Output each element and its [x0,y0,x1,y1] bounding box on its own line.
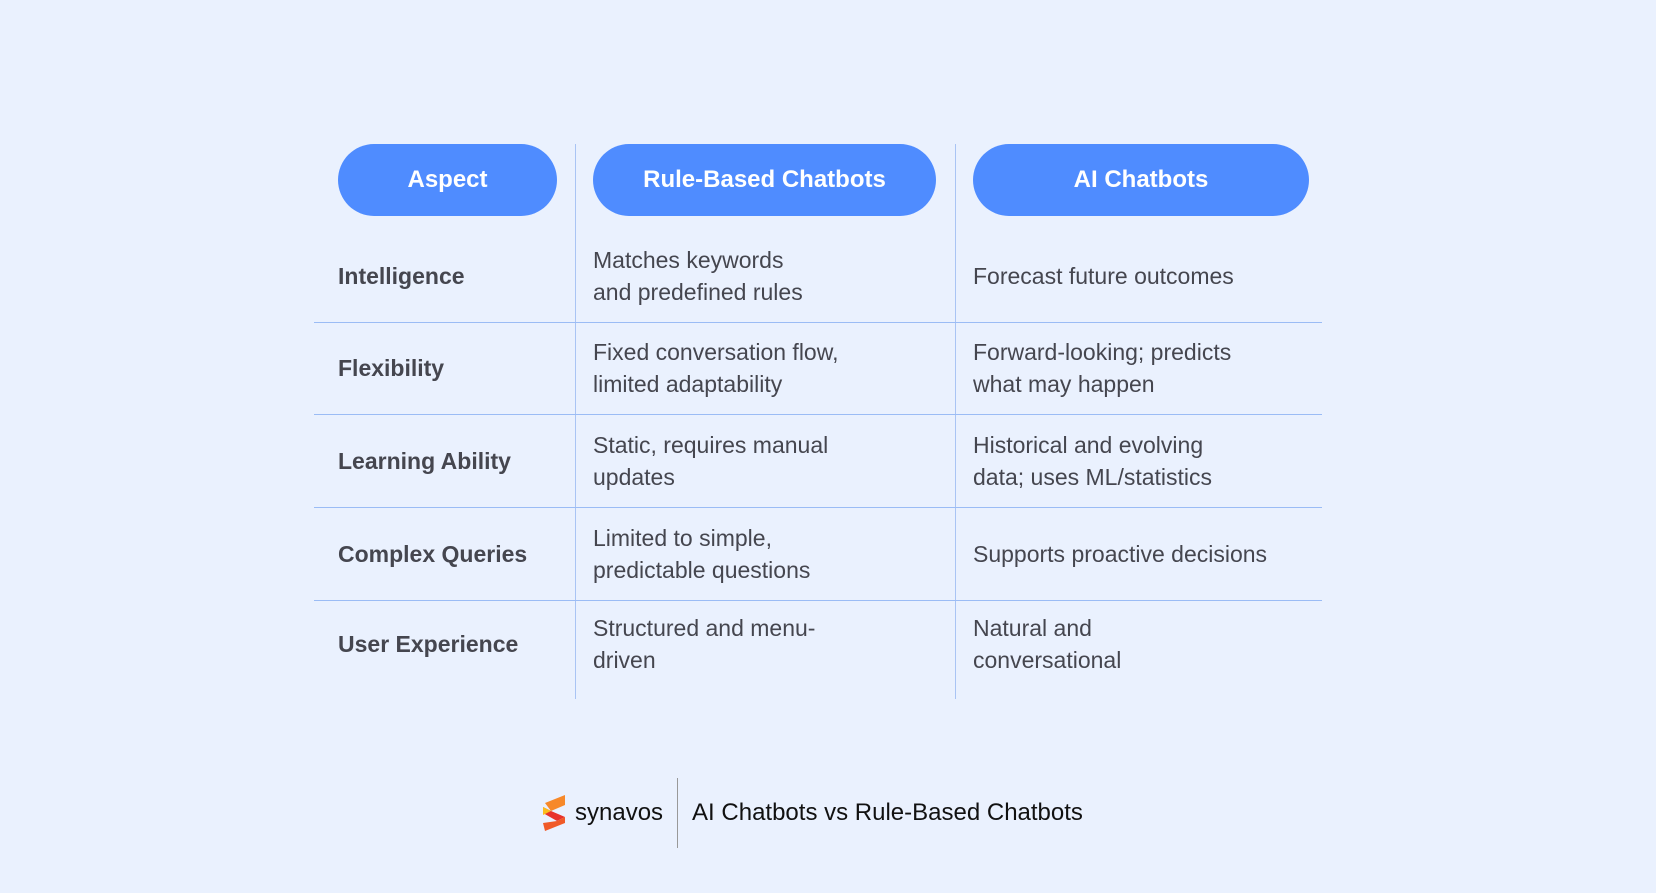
brand-name: synavos [575,799,664,826]
row-rule-based: Static, requires manual updates [593,414,943,507]
cell-text: Static, requires manual updates [593,431,829,490]
row-ai: Forward-looking; predicts what may happe… [973,322,1323,414]
row-divider [314,507,1322,508]
cell-text: Structured and menu- driven [593,615,816,673]
row-divider [314,322,1322,323]
row-aspect: Flexibility [338,355,445,381]
row-aspect: User Experience [338,631,519,657]
synavos-logo-icon [541,793,567,833]
header-ai: AI Chatbots [973,144,1309,216]
column-divider-1 [575,144,576,699]
cell-text: Forward-looking; predicts what may happe… [973,339,1232,397]
row-ai: Forecast future outcomes [973,230,1323,322]
row-rule-based: Limited to simple, predictable questions [593,507,943,600]
row-divider [314,600,1322,601]
cell-text: Limited to simple, predictable questions [593,524,811,583]
cell-text: Fixed conversation flow, limited adaptab… [593,339,839,397]
row-ai: Historical and evolving data; uses ML/st… [973,414,1323,507]
footer-divider [677,778,679,848]
row-aspect: Learning Ability [338,447,511,474]
header-aspect: Aspect [338,144,557,216]
row-rule-based: Structured and menu- driven [593,600,943,688]
row-ai: Natural and conversational [973,600,1323,688]
cell-text: Natural and conversational [973,615,1122,673]
row-rule-based: Matches keywords and predefined rules [593,230,943,322]
row-rule-based: Fixed conversation flow, limited adaptab… [593,322,943,414]
cell-text: Supports proactive decisions [973,540,1268,567]
footer: synavos AI Chatbots vs Rule-Based Chatbo… [541,778,1083,848]
cell-text: Forecast future outcomes [973,263,1234,289]
cell-text: Matches keywords and predefined rules [593,247,803,305]
row-ai: Supports proactive decisions [973,507,1323,600]
row-divider [314,414,1322,415]
footer-title: AI Chatbots vs Rule-Based Chatbots [692,799,1083,826]
column-divider-2 [955,144,956,699]
row-aspect: Complex Queries [338,540,528,567]
header-rule-based: Rule-Based Chatbots [593,144,936,216]
cell-text: Historical and evolving data; uses ML/st… [973,431,1213,490]
row-aspect: Intelligence [338,263,465,289]
